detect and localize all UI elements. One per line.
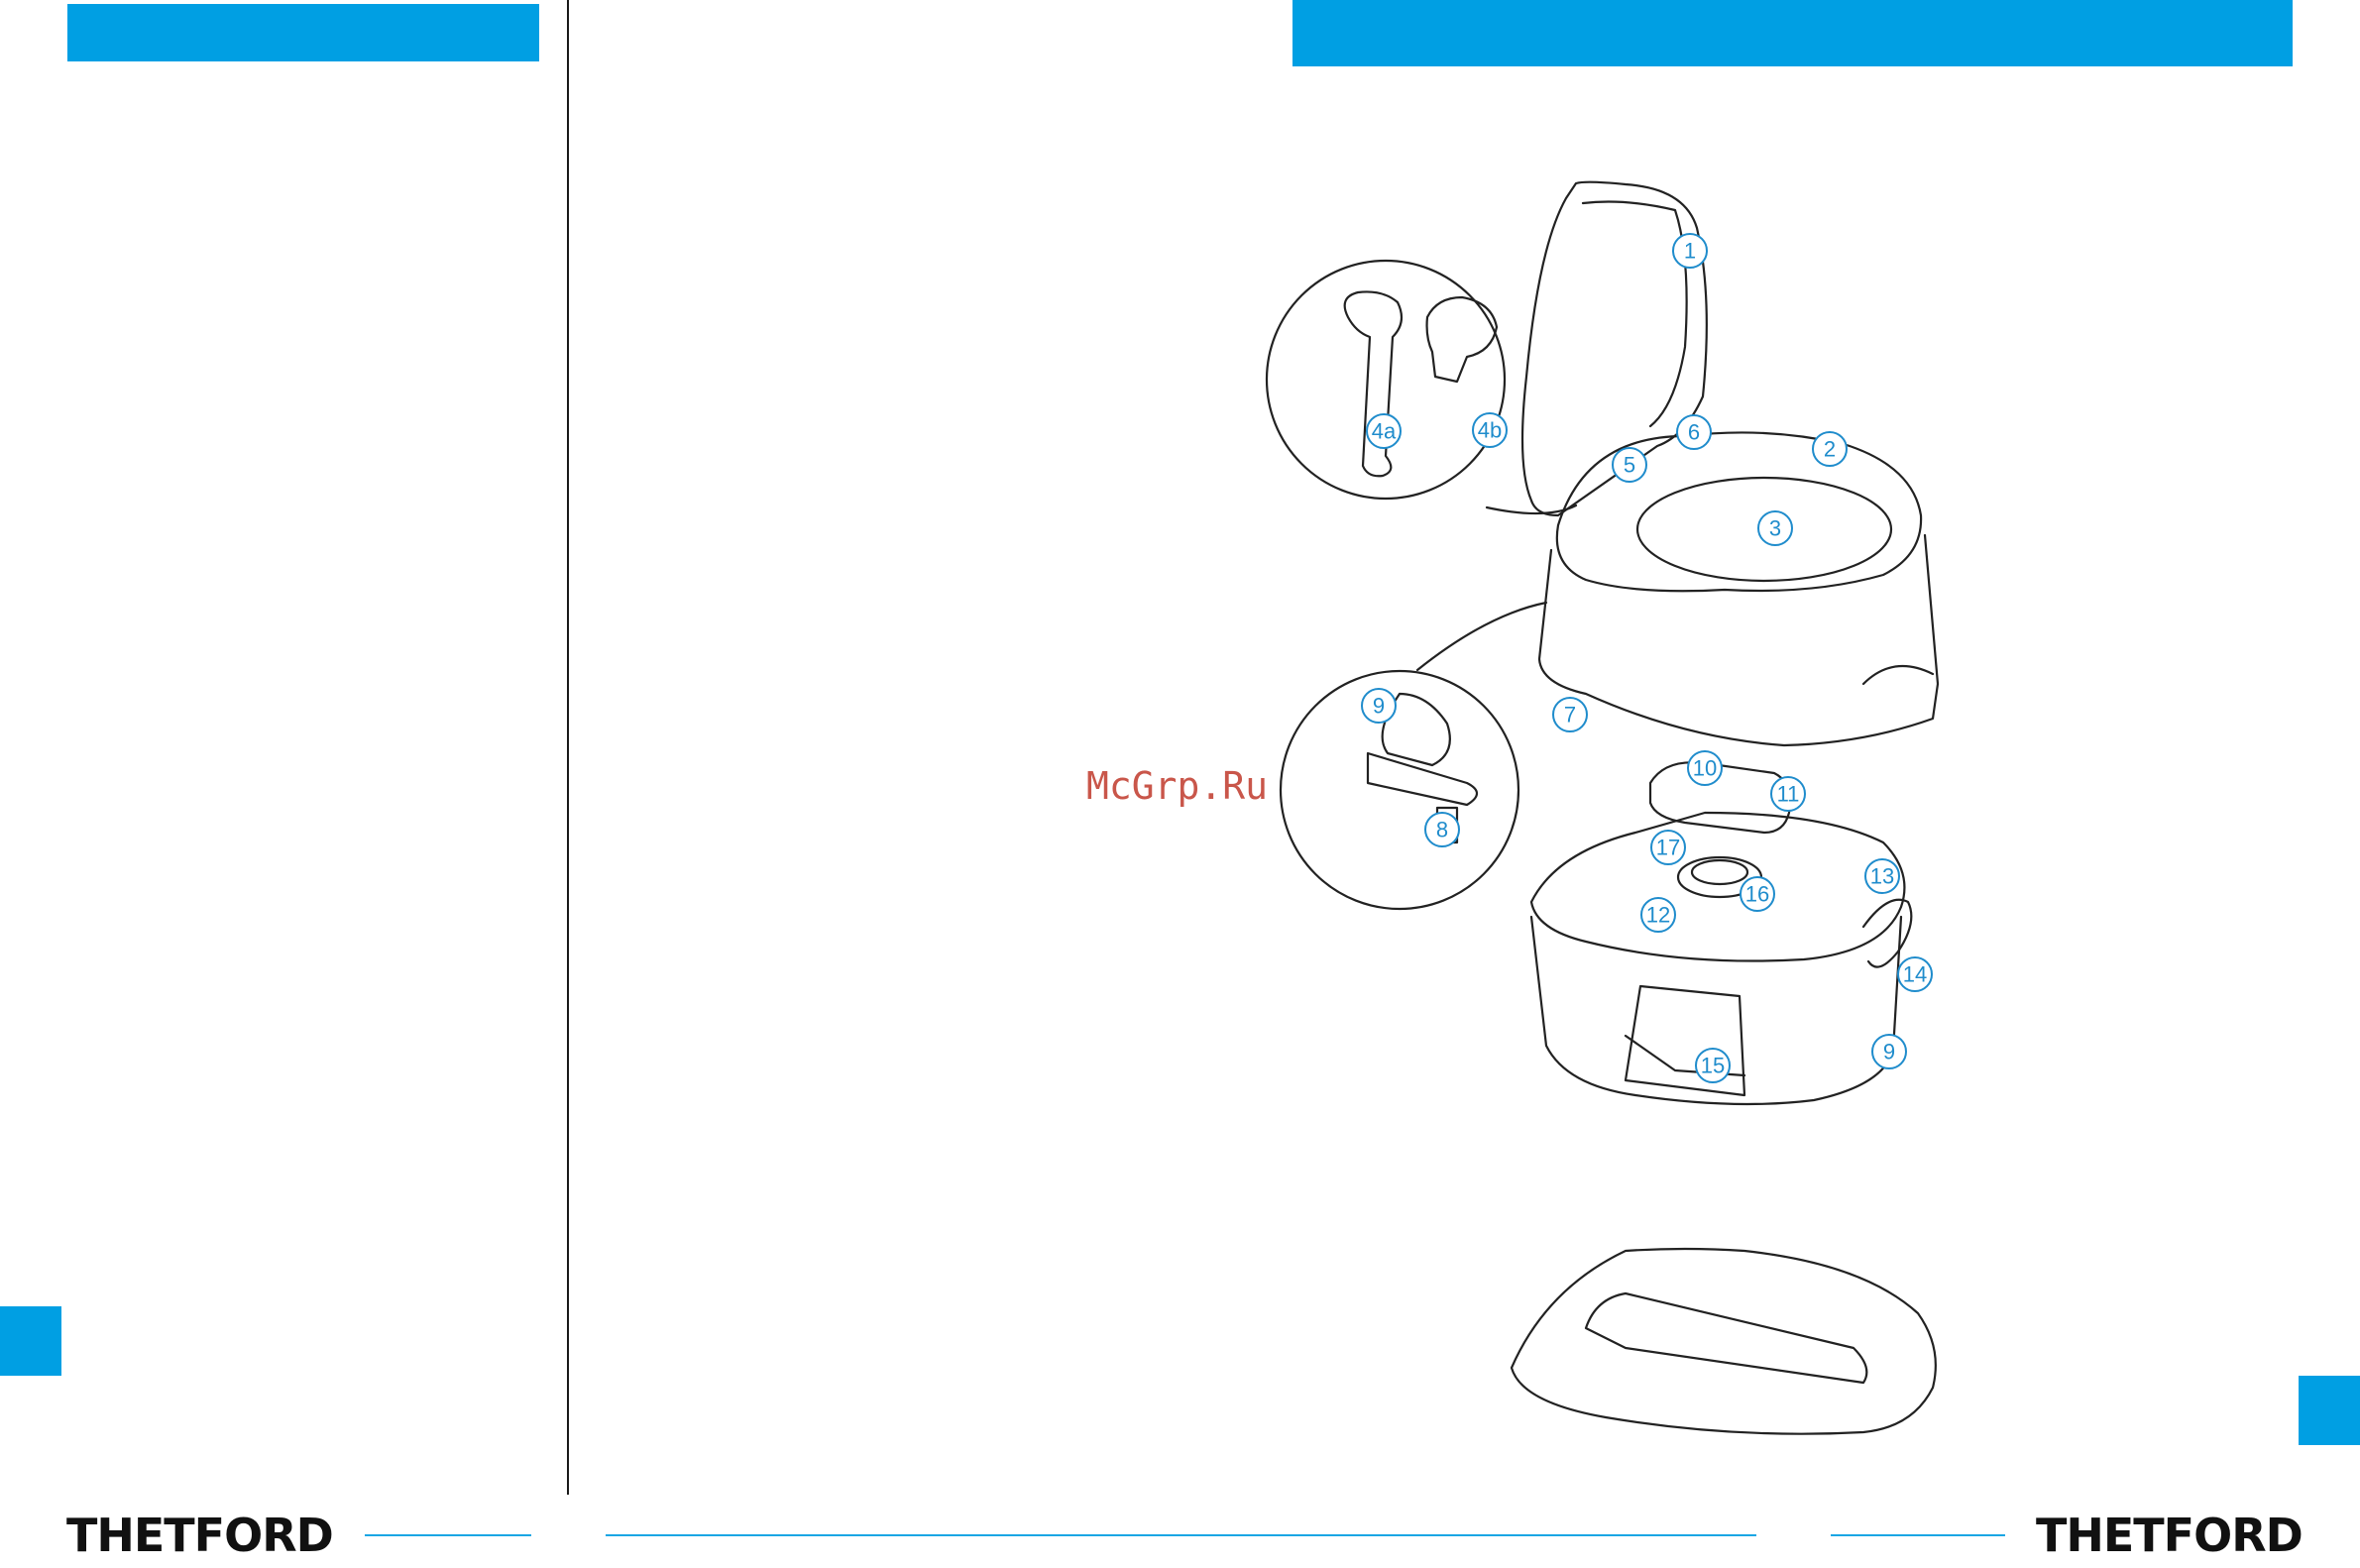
callout-9-inset: 9 <box>1373 694 1385 719</box>
base-plate-rail <box>1586 1293 1866 1383</box>
footer-rule-left <box>365 1534 531 1536</box>
upper-body <box>1539 535 1938 745</box>
latch-slide <box>1368 753 1477 805</box>
callout-17: 17 <box>1656 836 1680 860</box>
thetford-logo-right: THETFORD <box>2036 1512 2303 1558</box>
base-plate <box>1512 1249 1936 1434</box>
callout-9-tank: 9 <box>1883 1040 1895 1064</box>
inset-valves <box>1267 261 1505 499</box>
callout-3: 3 <box>1769 516 1781 541</box>
brand-text: THETFORD <box>2036 1509 2303 1562</box>
callout-7: 7 <box>1564 703 1576 728</box>
callout-15: 15 <box>1701 1054 1725 1078</box>
thetford-logo-left: THETFORD <box>66 1512 333 1558</box>
gauge-window <box>1626 986 1744 1095</box>
callout-4b: 4b <box>1478 418 1502 443</box>
callout-13: 13 <box>1870 864 1894 889</box>
footer-rule-center <box>606 1534 1756 1536</box>
tank-top <box>1531 813 1904 961</box>
upper-body-foot <box>1863 666 1933 684</box>
seat-outline <box>1557 432 1921 591</box>
callout-1: 1 <box>1684 239 1696 264</box>
callout-2: 2 <box>1824 437 1836 462</box>
callout-5: 5 <box>1624 453 1635 478</box>
tank-opening-inner <box>1692 860 1747 884</box>
callout-4a: 4a <box>1372 419 1397 444</box>
valve-4b <box>1427 297 1497 382</box>
brand-text: THETFORD <box>66 1509 333 1562</box>
callout-14: 14 <box>1903 962 1927 987</box>
footer-rule-right <box>1831 1534 2005 1536</box>
callout-10: 10 <box>1693 756 1717 781</box>
valve-4a <box>1345 291 1402 476</box>
callout-11: 11 <box>1777 782 1800 807</box>
callout-6: 6 <box>1688 420 1700 445</box>
inset-leader-mid <box>1417 603 1546 670</box>
tank-handle <box>1863 900 1911 967</box>
callout-8: 8 <box>1436 818 1448 842</box>
callout-12: 12 <box>1646 903 1670 928</box>
callout-16: 16 <box>1745 882 1769 907</box>
lid-inner <box>1583 202 1687 426</box>
